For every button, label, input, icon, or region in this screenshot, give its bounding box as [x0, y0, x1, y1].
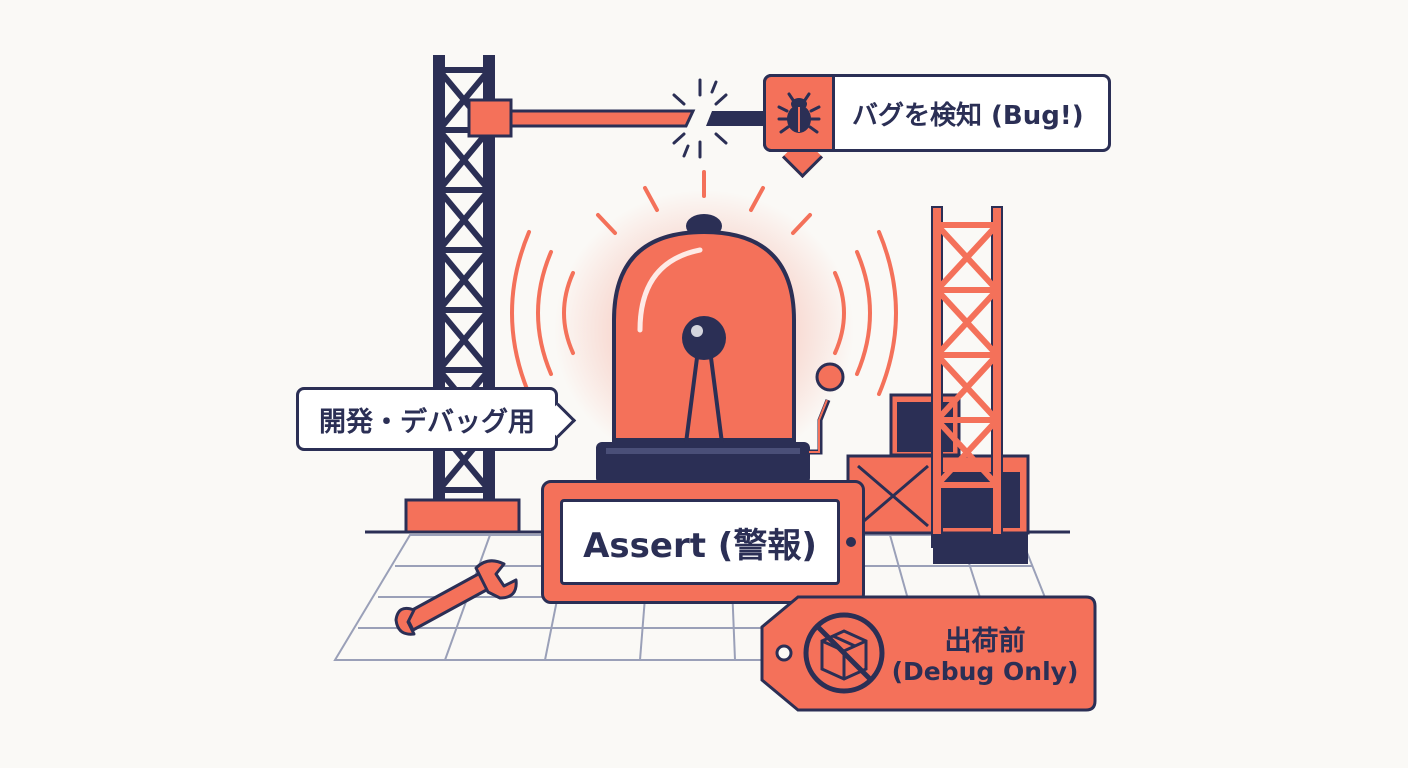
alarm-bell-icon: [510, 170, 898, 484]
tag-subtitle: (Debug Only): [891, 657, 1079, 686]
dev-debug-label: 開発・デバッグ用: [319, 406, 535, 438]
laser-break-sparks: [672, 78, 728, 159]
bug-icon-box: [763, 74, 835, 152]
right-tower: [846, 206, 1030, 564]
bug-detected-callout: バグを検知 (Bug!): [763, 74, 1111, 179]
debug-only-tag: 出荷前 (Debug Only): [760, 595, 1097, 712]
assert-label: Assert (警報): [583, 525, 817, 566]
tag-title: 出荷前: [944, 626, 1026, 657]
dev-debug-bubble: 開発・デバッグ用: [296, 387, 577, 451]
no-shipping-box-icon: [803, 612, 885, 694]
assert-sign-panel: Assert (警報): [560, 499, 840, 585]
bug-detected-label: バグを検知 (Bug!): [852, 100, 1084, 131]
wrench-icon: [394, 559, 518, 636]
sign-knob: [846, 537, 856, 547]
tag-shape: [760, 595, 1097, 712]
assert-sign: Assert (警報): [541, 480, 865, 604]
bug-icon: [777, 92, 821, 134]
